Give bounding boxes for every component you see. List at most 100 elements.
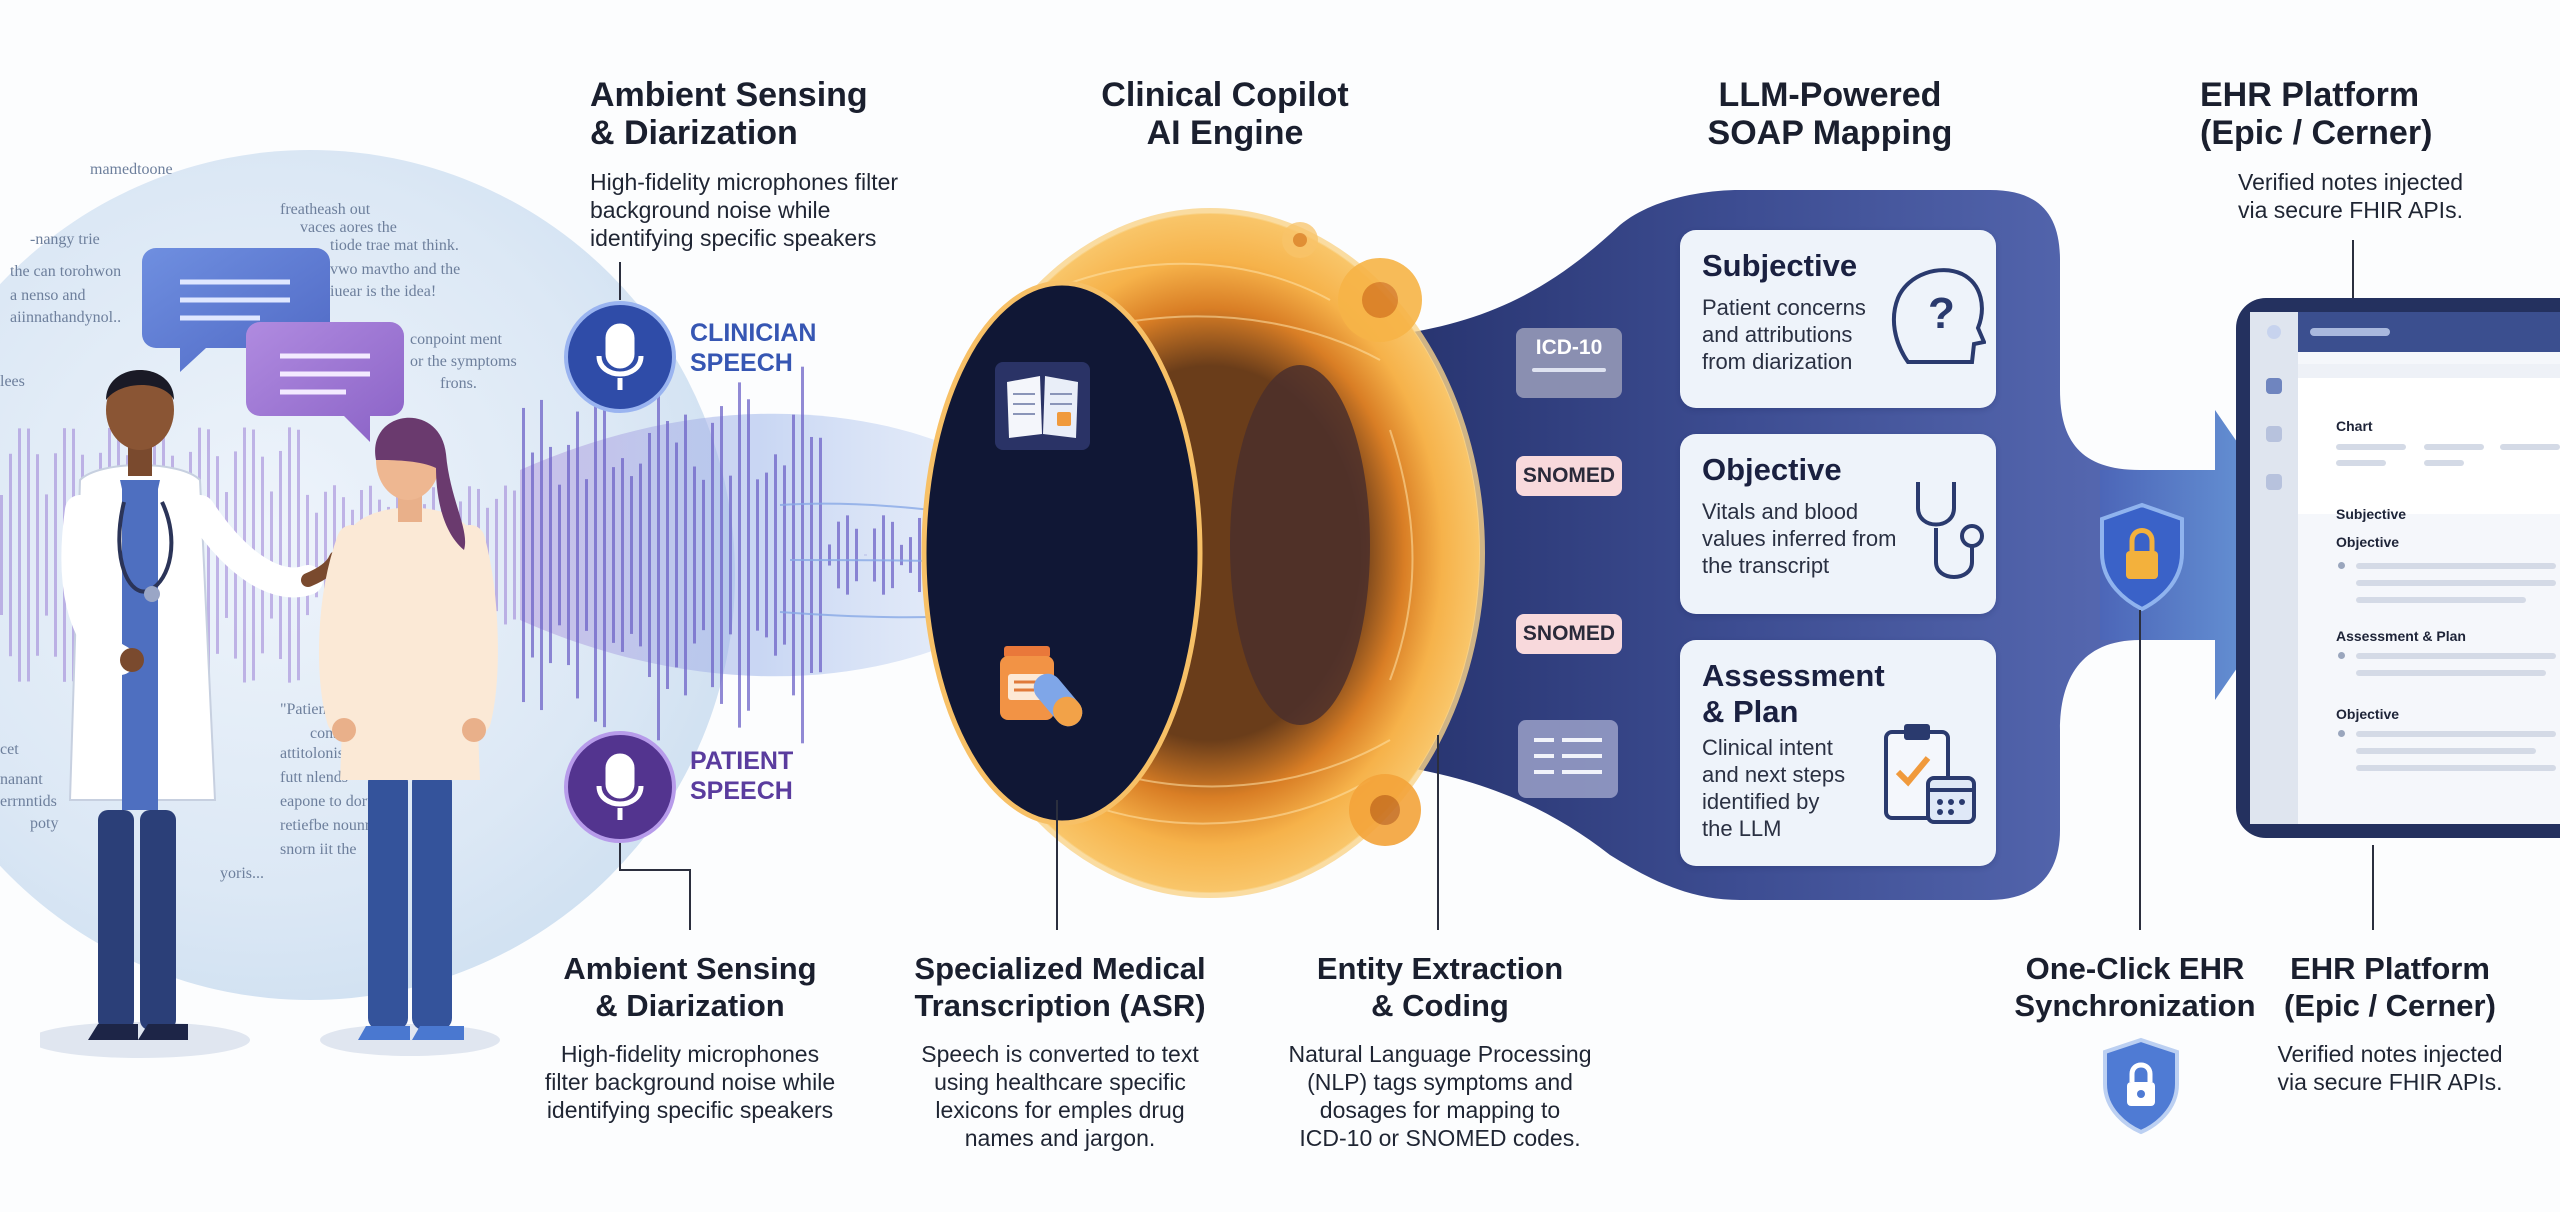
waveform-bar xyxy=(783,465,786,645)
head-question-icon: ? xyxy=(1891,268,1986,364)
conversation-snippet: tiode trae mat think. xyxy=(330,237,459,254)
conversation-snippet: the can torohwon xyxy=(10,263,122,280)
conversation-snippet: futt nlends xyxy=(280,769,348,786)
snomed-tag: SNOMED xyxy=(1516,456,1622,496)
conversation-snippet: aiinnathandynol.. xyxy=(10,309,122,326)
waveform-bar xyxy=(639,463,642,647)
waveform-bar xyxy=(558,484,561,626)
waveform-bar xyxy=(900,544,903,566)
waveform-bar xyxy=(531,452,534,658)
waveform-bar xyxy=(270,491,273,619)
waveform-bar xyxy=(792,414,795,696)
waveform-bar xyxy=(495,498,498,612)
waveform-bar xyxy=(288,427,291,683)
waveform-bar xyxy=(738,382,741,728)
conversation-snippet: -nangy trie xyxy=(30,231,100,248)
conversation-snippet: eapone to dort xyxy=(280,793,372,810)
conversation-snippet: iuear is the idea! xyxy=(330,283,437,300)
conversation-snippet: freatheash out xyxy=(280,201,371,218)
waveform-bar xyxy=(882,515,885,595)
clinician-patient-illustration xyxy=(40,248,500,1058)
connector-lines xyxy=(619,240,2374,930)
waveform-bar xyxy=(648,432,651,678)
waveform-bar xyxy=(846,515,849,595)
ehr-section-objective-2: Objective xyxy=(2336,706,2400,722)
gear-icon xyxy=(1282,222,1318,258)
conversation-snippet: errnntids xyxy=(0,793,57,810)
stethoscope-icon xyxy=(1916,482,1984,579)
waveform-bar xyxy=(819,437,822,673)
top-ambient-title: Ambient Sensing& Diarization xyxy=(590,76,868,152)
bottom-entity-title: Entity Extraction& Coding xyxy=(1316,951,1564,1023)
conversation-snippet: mamedtoone xyxy=(90,161,173,178)
waveform-bar xyxy=(315,512,318,598)
waveform-bar xyxy=(0,495,3,615)
conversation-snippet: vaces aores the xyxy=(300,219,397,236)
waveform-bar xyxy=(747,399,750,711)
conversation-snippet: cet xyxy=(0,741,19,758)
waveform-bar xyxy=(675,442,678,668)
shield-lock-icon xyxy=(2103,1037,2179,1135)
medication-icon xyxy=(1000,646,1083,727)
waveform-bar xyxy=(909,537,912,573)
patient-mic-badge xyxy=(564,731,676,843)
snomed-tag: SNOMED xyxy=(1516,614,1622,654)
conversation-snippet: yoris... xyxy=(220,865,264,882)
waveform-bar xyxy=(585,479,588,631)
waveform-bar xyxy=(36,454,39,656)
waveform-bar xyxy=(684,414,687,696)
soap-card-title: Subjective xyxy=(1702,248,1858,283)
bottom-entity-desc: Natural Language Processing(NLP) tags sy… xyxy=(1288,1041,1592,1151)
waveform-bar xyxy=(702,479,705,631)
waveform-bar xyxy=(549,446,552,664)
waveform-bar xyxy=(207,429,210,681)
waveform-bar xyxy=(657,369,660,741)
waveform-bar xyxy=(621,458,624,652)
conversation-snippet: "Patient xyxy=(280,701,331,718)
waveform-bar xyxy=(837,521,840,589)
ehr-chart-header: Chart xyxy=(2336,418,2373,434)
waveform-bar xyxy=(9,453,12,657)
ehr-section-objective: Objective xyxy=(2336,534,2400,550)
waveform-bar xyxy=(873,528,876,582)
waveform-bar xyxy=(729,475,732,635)
waveform-bar xyxy=(918,517,921,593)
waveform-bar xyxy=(504,485,507,625)
waveform-bar xyxy=(810,436,813,674)
waveform-bar xyxy=(711,422,714,688)
waveform-bar xyxy=(603,382,606,728)
clipboard-calendar-icon xyxy=(1884,724,1976,824)
conversation-snippet: vwo mavtho and the xyxy=(330,261,461,278)
waveform-bar xyxy=(630,476,633,634)
clinician-mic-badge xyxy=(564,301,676,413)
bottom-ambient-title: Ambient Sensing& Diarization xyxy=(563,951,817,1023)
waveform-bar xyxy=(693,466,696,644)
bottom-ehr-title: EHR Platform(Epic / Cerner) xyxy=(2284,951,2496,1023)
conversation-snippet: poty xyxy=(30,815,59,832)
conversation-snippet: or the symptoms xyxy=(410,353,517,370)
icd10-tag: ICD-10 xyxy=(1516,328,1622,398)
document-icon xyxy=(1518,720,1618,798)
waveform-bar xyxy=(720,406,723,704)
conversation-snippet: retiefbe nounny xyxy=(280,817,381,834)
waveform-bar xyxy=(27,428,30,682)
gear-icon xyxy=(1338,258,1422,342)
waveform-bar xyxy=(522,407,525,703)
waveform-bar xyxy=(666,421,669,689)
conversation-snippet: snorn iit the xyxy=(280,841,357,858)
svg-text:?: ? xyxy=(1928,289,1955,338)
gear-icon xyxy=(1349,774,1421,846)
conversation-snippet: a nenso and xyxy=(10,287,86,304)
waveform-bar xyxy=(297,429,300,681)
